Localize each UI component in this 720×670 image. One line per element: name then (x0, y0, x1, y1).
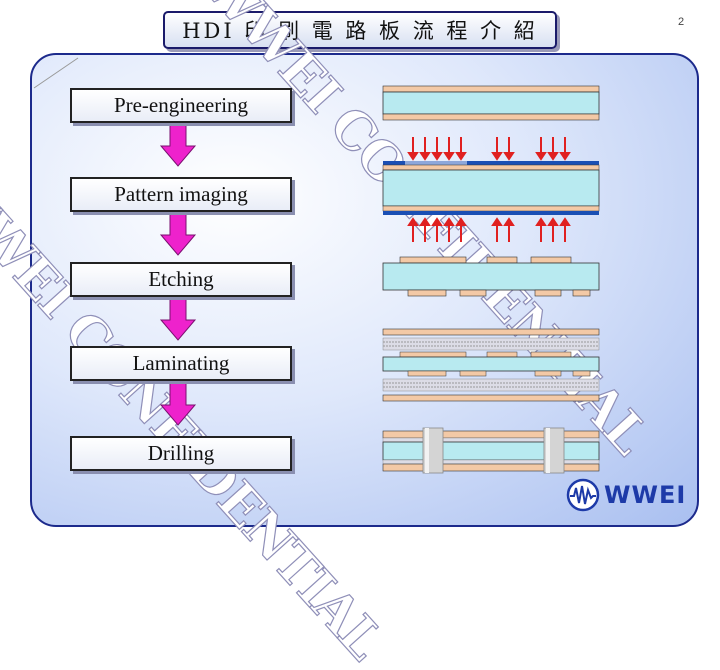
decorative-line (33, 57, 79, 89)
panel-pre-engineering (382, 85, 600, 121)
flow-arrow-icon (159, 212, 197, 256)
step-label: Drilling (147, 441, 215, 465)
panel-laminating (382, 328, 600, 402)
panel-drilling (382, 427, 600, 474)
company-logo: WWEI (566, 478, 686, 512)
step-pattern-imaging: Pattern imaging (70, 177, 292, 212)
step-laminating: Laminating (70, 346, 292, 381)
process-cross-section-diagram (33, 57, 600, 474)
flow-arrows (159, 123, 197, 426)
page-number: 2 (678, 16, 685, 28)
step-etching: Etching (70, 262, 292, 297)
step-label: Etching (148, 267, 214, 291)
step-label: Pre-engineering (113, 93, 249, 117)
flow-arrow-icon (159, 123, 197, 167)
panel-etching (382, 256, 600, 297)
exposure-arrows-bottom (407, 217, 571, 242)
step-pre-engineering: Pre-engineering (70, 88, 292, 123)
step-drilling: Drilling (70, 436, 292, 471)
flow-arrow-icon (159, 382, 197, 426)
exposure-arrows-top (407, 137, 571, 161)
logo-text: WWEI (604, 481, 687, 509)
flow-arrow-icon (159, 297, 197, 341)
panel-pattern-imaging (382, 137, 600, 242)
title-box: HDI 印 刷 電 路 板 流 程 介 紹 (163, 11, 557, 49)
wave-logo-icon (566, 478, 600, 512)
step-label: Laminating (132, 351, 230, 375)
page-title: HDI 印 刷 電 路 板 流 程 介 紹 (182, 19, 538, 43)
step-label: Pattern imaging (114, 182, 248, 206)
